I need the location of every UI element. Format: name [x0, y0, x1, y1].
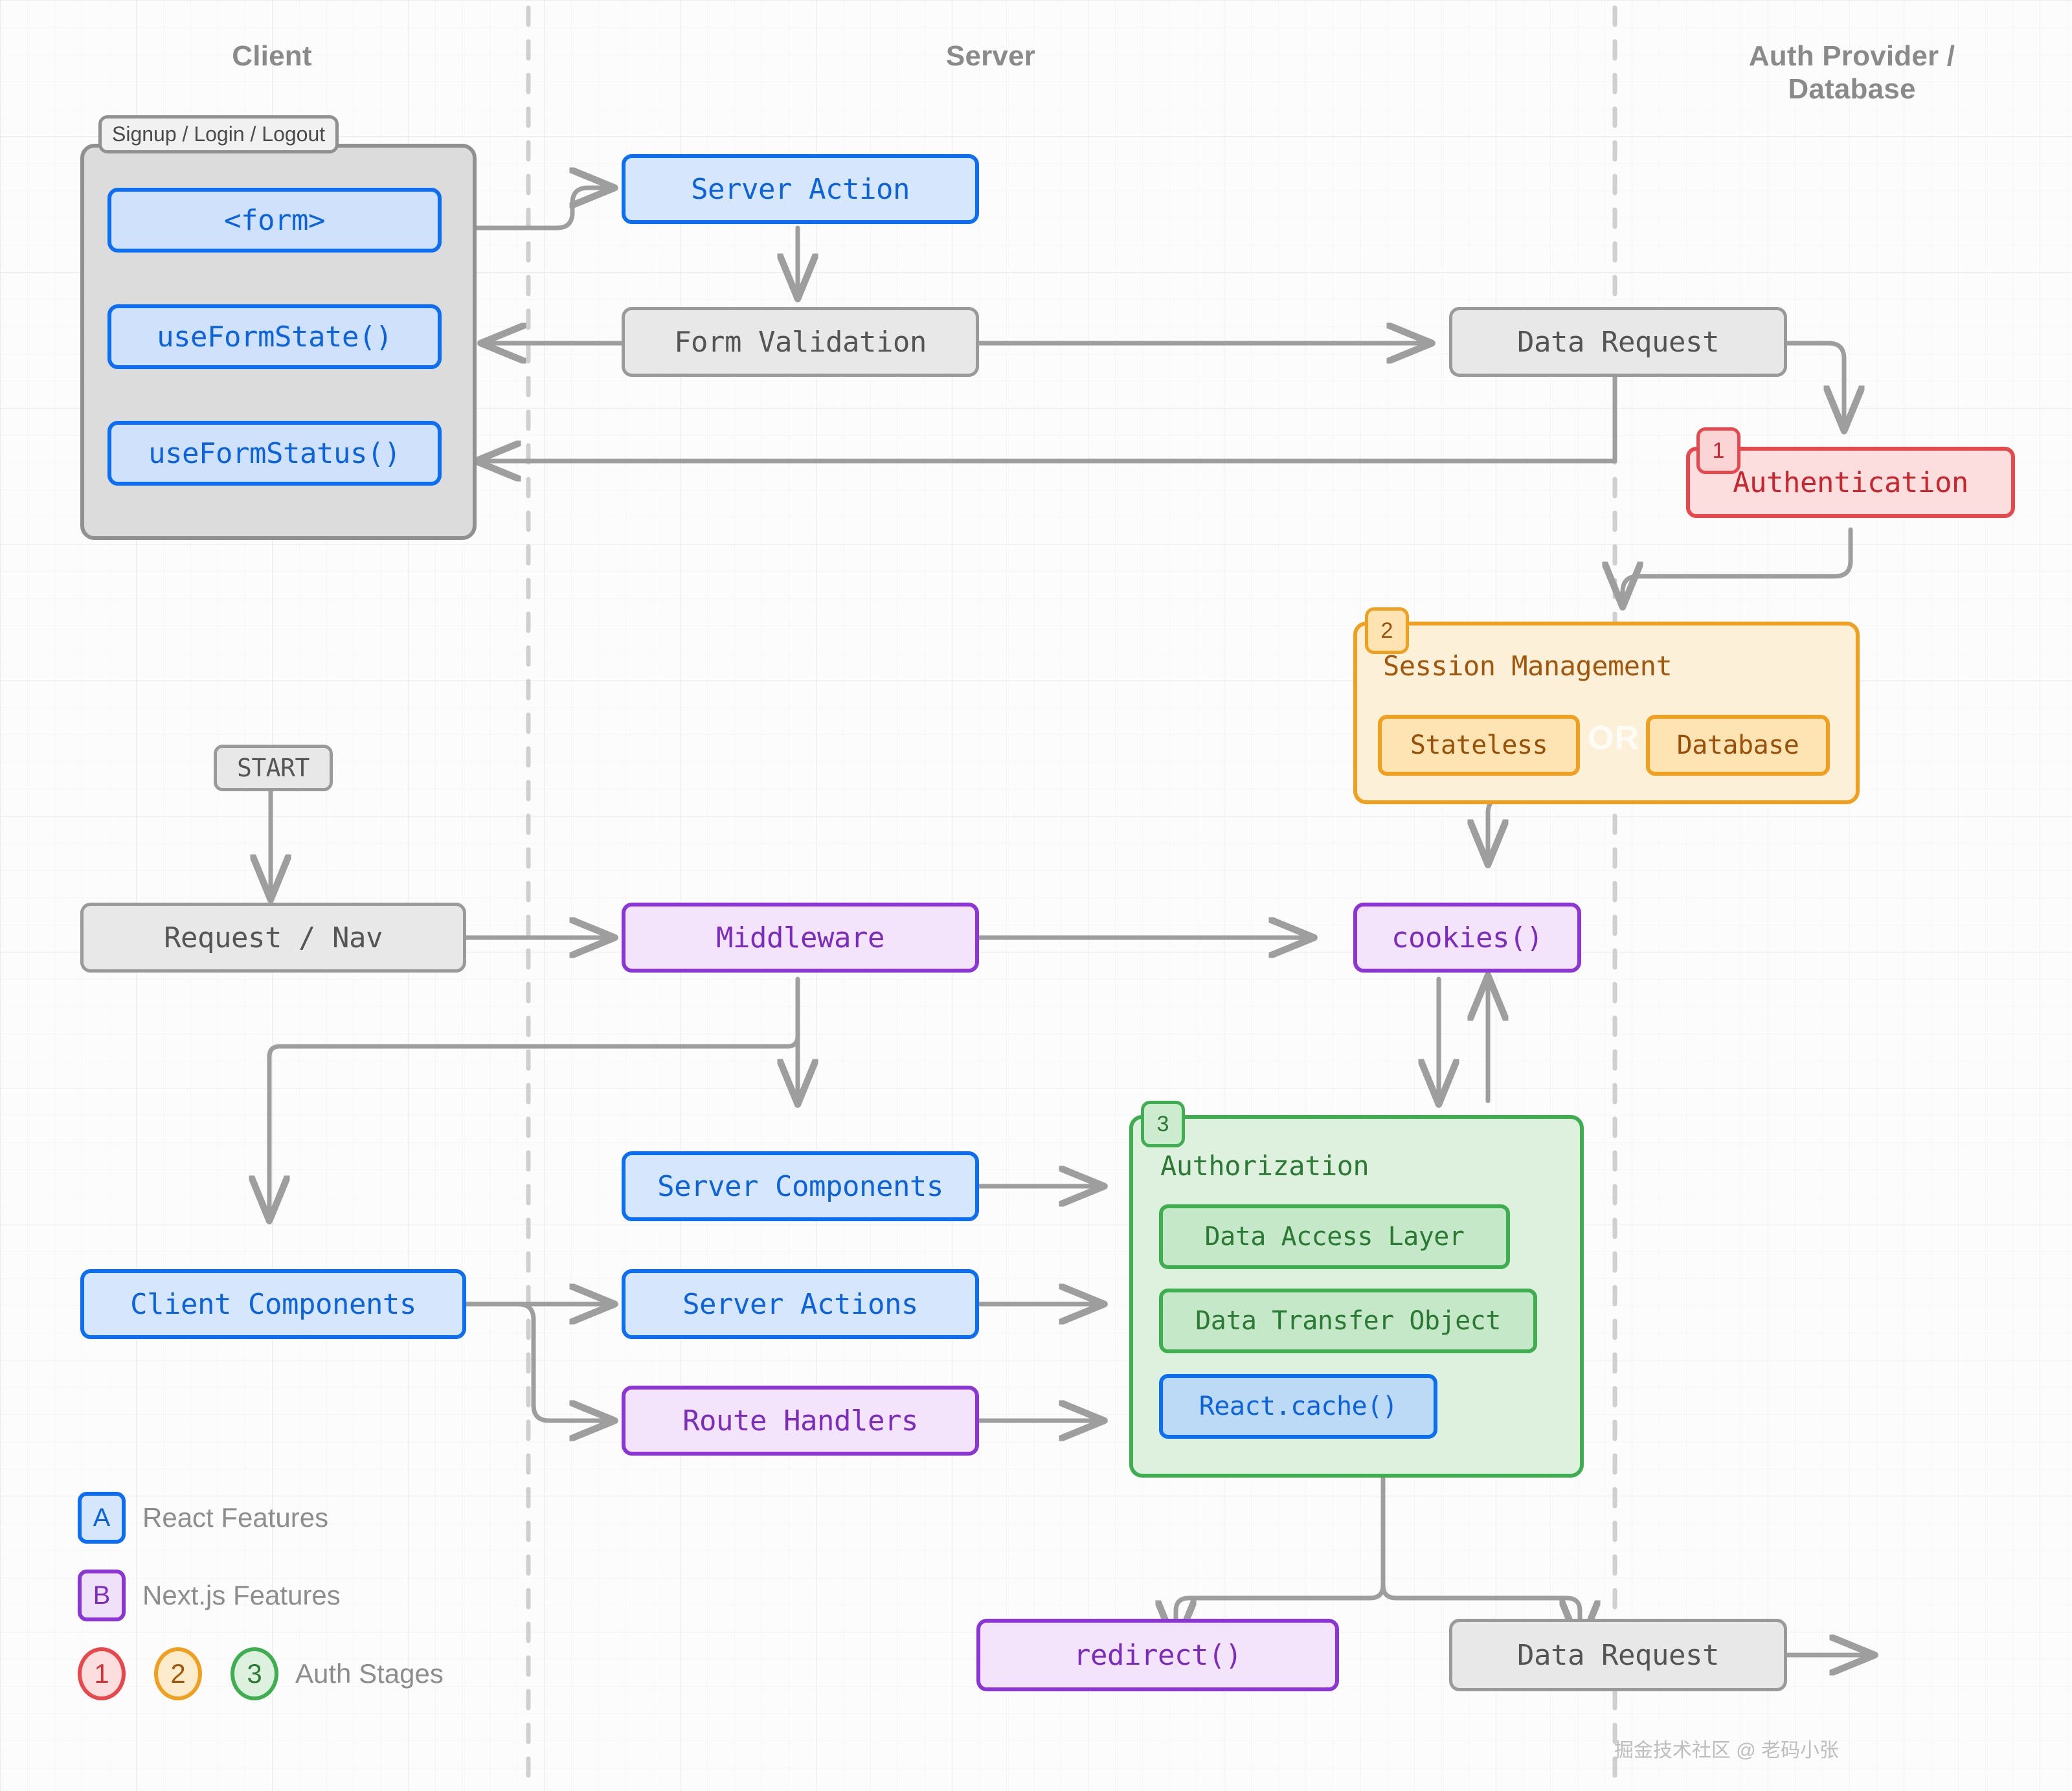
- node-form-validation[interactable]: Form Validation: [622, 307, 979, 377]
- session-management-title: Session Management: [1383, 650, 1672, 682]
- node-cookies[interactable]: cookies(): [1353, 903, 1581, 973]
- legend-badge-a: A: [78, 1492, 126, 1544]
- node-start[interactable]: START: [214, 745, 333, 791]
- node-form[interactable]: <form>: [107, 188, 442, 253]
- stage-badge-1: 1: [1696, 427, 1740, 474]
- lane-title-auth-provider: Auth Provider / Database: [1748, 40, 1955, 105]
- node-server-components[interactable]: Server Components: [622, 1151, 979, 1221]
- legend-item-auth-stages: 1 2 3 Auth Stages: [78, 1647, 444, 1700]
- node-server-action[interactable]: Server Action: [622, 154, 979, 224]
- legend-label-auth-stages: Auth Stages: [295, 1658, 444, 1689]
- authorization-title: Authorization: [1160, 1150, 1369, 1182]
- legend-badge-stage-1: 1: [78, 1647, 126, 1700]
- watermark: 掘金技术社区 @ 老码小张: [1614, 1740, 1839, 1761]
- node-redirect[interactable]: redirect(): [976, 1619, 1339, 1691]
- node-server-actions[interactable]: Server Actions: [622, 1269, 979, 1339]
- legend-badge-b: B: [78, 1570, 126, 1621]
- node-data-request-bottom[interactable]: Data Request: [1449, 1619, 1787, 1691]
- node-client-components[interactable]: Client Components: [80, 1269, 466, 1339]
- legend-item-nextjs: B Next.js Features: [78, 1570, 341, 1621]
- legend-badge-stage-3: 3: [231, 1647, 278, 1700]
- stage-badge-3: 3: [1141, 1101, 1185, 1147]
- legend-item-react: A React Features: [78, 1492, 328, 1544]
- stage-badge-2: 2: [1365, 607, 1409, 654]
- chip-data-access-layer[interactable]: Data Access Layer: [1159, 1204, 1510, 1269]
- chip-stateless[interactable]: Stateless: [1378, 715, 1580, 776]
- node-middleware[interactable]: Middleware: [622, 903, 979, 973]
- lane-title-server: Server: [945, 40, 1036, 72]
- lane-title-client: Client: [232, 40, 312, 72]
- session-or-label: OR: [1588, 719, 1639, 757]
- legend-label-nextjs: Next.js Features: [142, 1580, 341, 1610]
- node-route-handlers[interactable]: Route Handlers: [622, 1386, 979, 1456]
- node-authentication[interactable]: Authentication: [1686, 447, 2015, 518]
- client-form-group-label: Signup / Login / Logout: [98, 115, 339, 153]
- legend-label-react: React Features: [142, 1502, 329, 1533]
- node-useformstatus[interactable]: useFormStatus(): [107, 421, 442, 486]
- group-session-management: Session Management: [1353, 622, 1860, 804]
- node-data-request-top[interactable]: Data Request: [1449, 307, 1787, 377]
- chip-data-transfer-object[interactable]: Data Transfer Object: [1159, 1289, 1537, 1353]
- node-request-nav[interactable]: Request / Nav: [80, 903, 466, 973]
- node-useformstate[interactable]: useFormState(): [107, 304, 442, 369]
- legend-badge-stage-2: 2: [154, 1647, 202, 1700]
- chip-react-cache[interactable]: React.cache(): [1159, 1374, 1437, 1439]
- chip-database[interactable]: Database: [1646, 715, 1830, 776]
